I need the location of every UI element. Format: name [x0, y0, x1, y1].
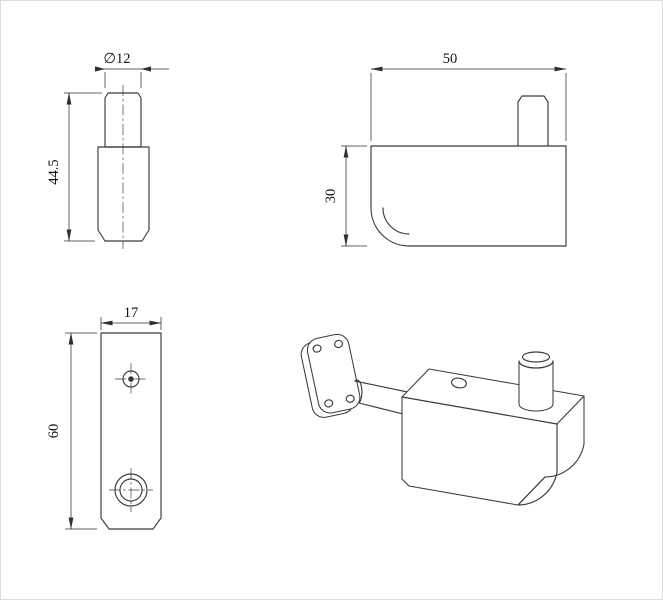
plate-width-dim-label: 17 [124, 305, 139, 321]
bracket-inner-fillet [382, 207, 410, 235]
body-top-front-edge [401, 396, 558, 425]
plate-outline [100, 332, 162, 530]
flange [300, 333, 361, 418]
flange-hole [334, 339, 344, 349]
iso-pin-top-face [521, 351, 551, 363]
body-fillet-edge [517, 476, 546, 506]
dim-arrow [141, 66, 151, 72]
front-height-dim-label: 44.5 [46, 159, 62, 184]
side-height-dim-label: 30 [323, 189, 339, 204]
plate-view: 17 60 [46, 305, 162, 530]
body-top-right-edge [556, 395, 585, 425]
bracket-outline [370, 145, 567, 247]
cylinder-cap [354, 379, 363, 404]
flange-hole [324, 399, 334, 408]
body-outline [97, 146, 150, 242]
dim-arrow [95, 66, 105, 72]
isometric-view [300, 333, 585, 506]
body-front-right-edge [517, 423, 558, 506]
side-width-dim-label: 50 [443, 51, 458, 67]
top-face-hole [450, 377, 468, 389]
iso-pin-chamfer-arc [518, 360, 554, 369]
side-view: 50 30 [323, 51, 567, 247]
flange-hole [345, 394, 355, 403]
flange-front-face [306, 333, 361, 414]
front-diameter-dim-label: ∅12 [103, 51, 130, 67]
front-view: ∅12 44.5 [46, 51, 169, 249]
flange-hole [312, 344, 322, 353]
plate-height-dim-label: 60 [46, 424, 62, 439]
bracket-pin-outline [517, 95, 549, 147]
